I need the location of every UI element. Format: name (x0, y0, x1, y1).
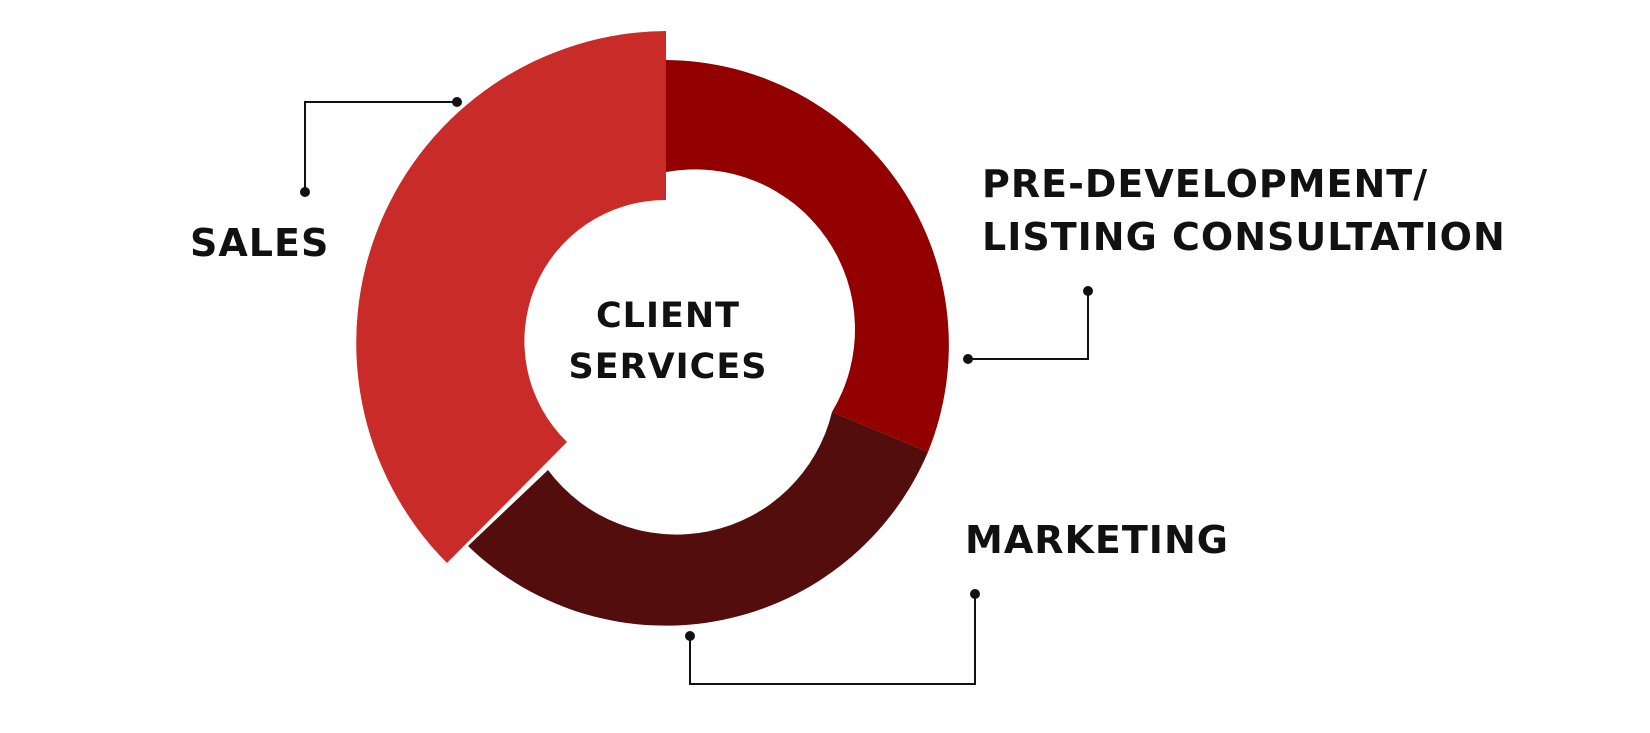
segment-marketing (468, 412, 928, 626)
sales-leader-dot-start (452, 97, 462, 107)
marketing-label: MARKETING (965, 518, 1229, 562)
sales-leader-line (304, 101, 457, 192)
marketing-leader-line (689, 594, 976, 685)
pre-development-label-line1: PRE-DEVELOPMENT/ (982, 162, 1428, 206)
sales-label: SALES (190, 221, 329, 265)
pre-development-callout: PRE-DEVELOPMENT/ LISTING CONSULTATION (963, 162, 1506, 364)
sales-callout: SALES (190, 97, 462, 265)
pre-development-leader-dot-start (963, 354, 973, 364)
marketing-callout: MARKETING (685, 518, 1229, 685)
center-label-line1: CLIENT (596, 296, 740, 336)
pre-development-leader-dot-end (1083, 286, 1093, 296)
pre-development-leader-line (968, 291, 1089, 360)
marketing-leader-dot-end (970, 589, 980, 599)
marketing-leader-dot-start (685, 631, 695, 641)
sales-leader-dot-end (300, 187, 310, 197)
pre-development-label-line2: LISTING CONSULTATION (982, 215, 1506, 259)
center-label-line2: SERVICES (569, 347, 768, 387)
donut-ring (356, 31, 949, 626)
segment-pre-development (666, 60, 949, 452)
segment-sales (356, 31, 666, 563)
